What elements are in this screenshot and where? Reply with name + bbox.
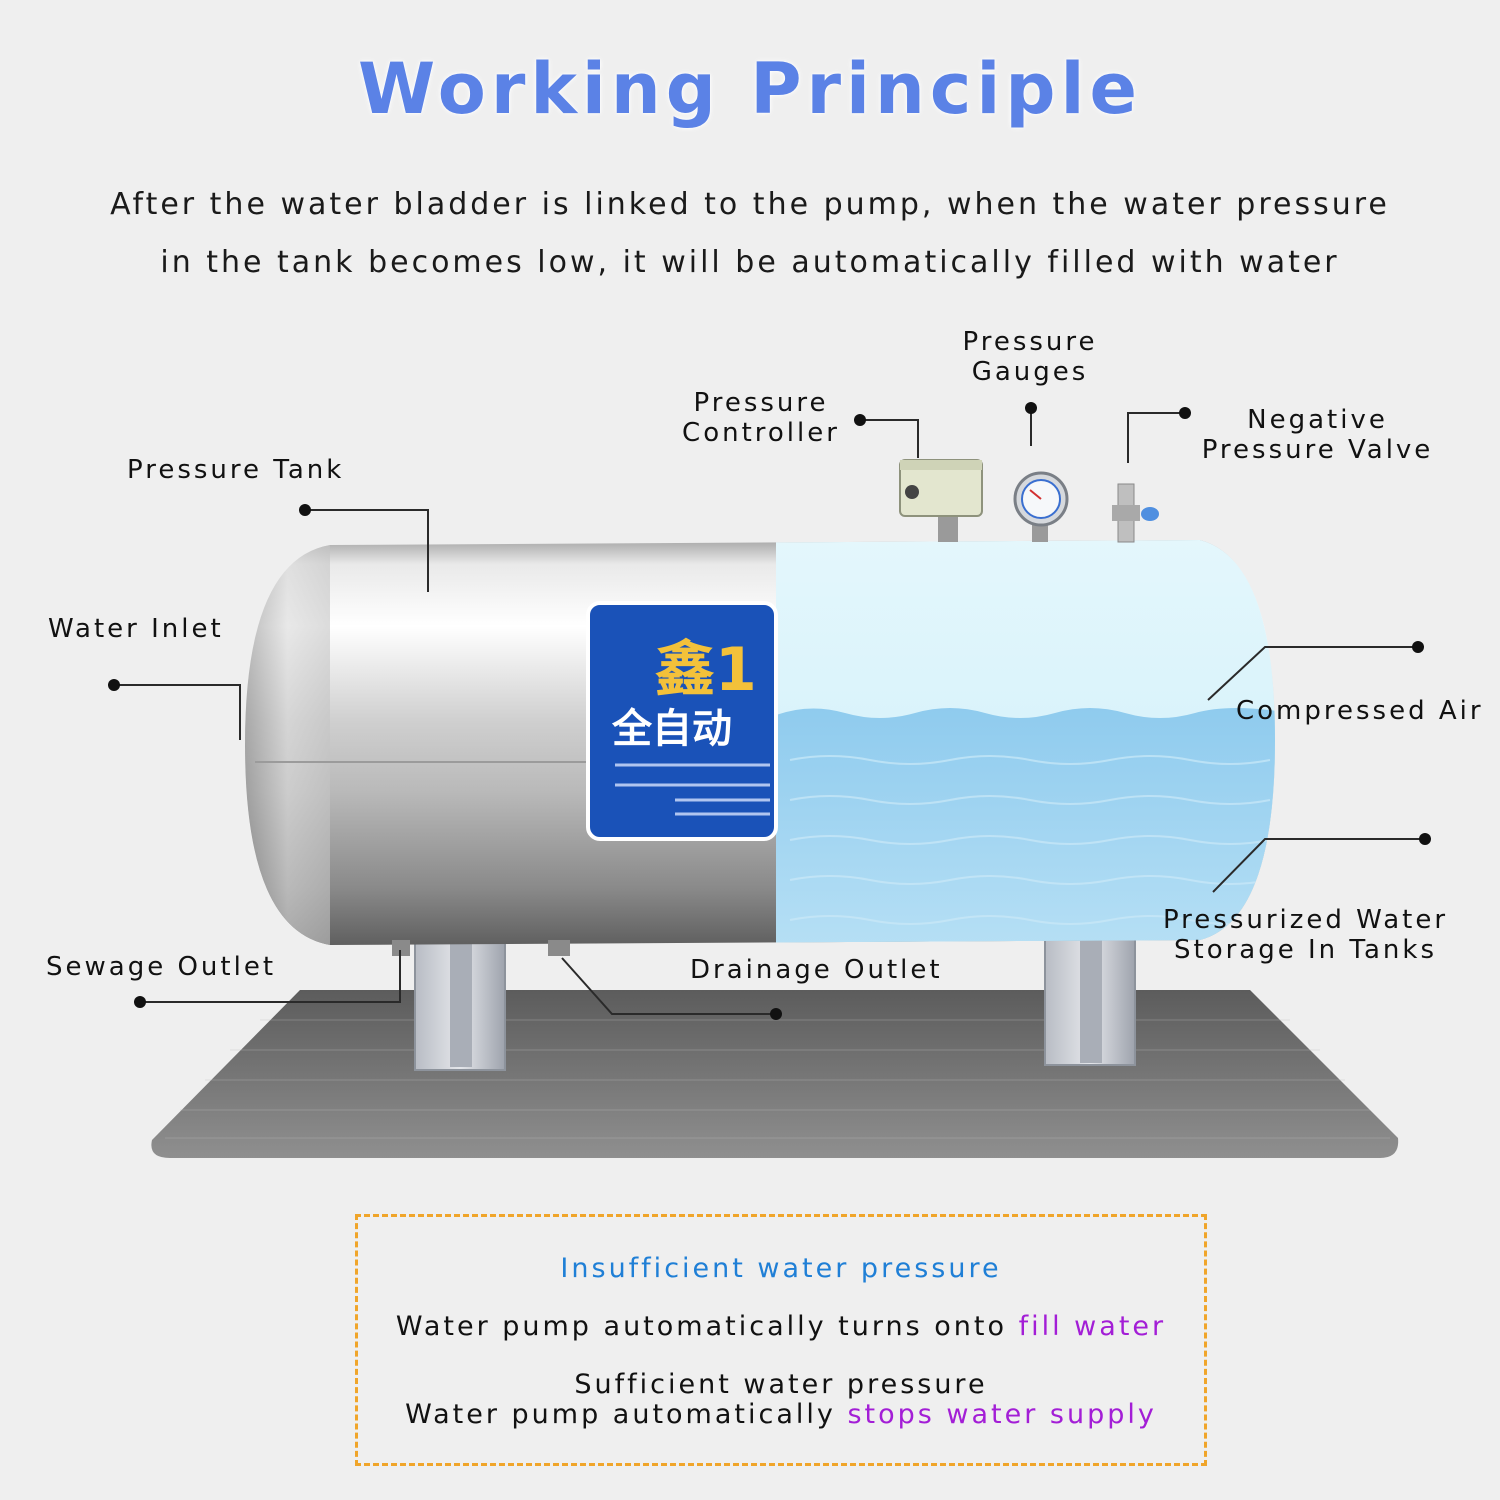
process-box: Insufficient water pressure Water pump a… <box>355 1214 1207 1466</box>
sufficient-pressure-text: Sufficient water pressure <box>574 1369 988 1400</box>
label-sewage-outlet: Sewage Outlet <box>46 952 277 982</box>
label-pressure-tank: Pressure Tank <box>127 455 345 485</box>
tank-legs <box>414 909 1136 1071</box>
fill-water-text: Water pump automatically turns onto fill… <box>395 1311 1167 1342</box>
tank-sign-brand: 鑫1 <box>655 635 757 705</box>
tank-sign-subtitle: 全自动 <box>611 706 732 752</box>
pressure-gauge-device <box>1013 471 1069 542</box>
label-compressed-air: Compressed Air <box>1236 696 1484 726</box>
intro-line-2: in the tank becomes low, it will be auto… <box>160 245 1340 280</box>
label-drainage-outlet: Drainage Outlet <box>690 955 943 985</box>
intro-line-1: After the water bladder is linked to the… <box>110 187 1390 222</box>
label-pressurized-water: Pressurized Water Storage In Tanks <box>1162 905 1449 965</box>
label-pressure-gauges: Pressure Gauges <box>962 327 1098 387</box>
intro-text: After the water bladder is linked to the… <box>40 176 1460 292</box>
insufficient-pressure-text: Insufficient water pressure <box>560 1253 1002 1284</box>
negative-pressure-valve-device <box>1112 483 1159 543</box>
pressure-controller-device <box>899 459 983 542</box>
label-pressure-controller: Pressure Controller <box>682 388 840 448</box>
page-title: Working Principle <box>358 48 1142 130</box>
fill-water-highlight: fill water <box>1018 1311 1167 1342</box>
label-negative-pressure-valve: Negative Pressure Valve <box>1201 405 1434 465</box>
tank-sign: 鑫1 全自动 <box>586 601 778 841</box>
stop-supply-highlight: stops water supply <box>847 1399 1157 1430</box>
stop-supply-text: Water pump automatically stops water sup… <box>405 1399 1157 1430</box>
label-water-inlet: Water Inlet <box>48 614 224 644</box>
